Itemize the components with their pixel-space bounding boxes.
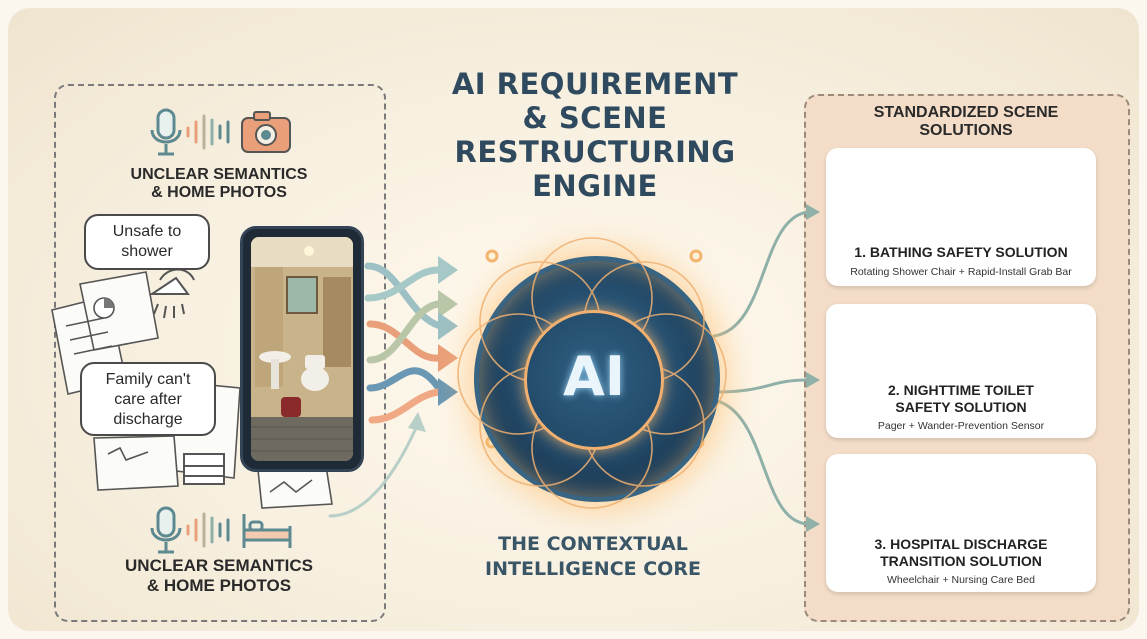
caption-line: UNCLEAR SEMANTICS (125, 556, 313, 575)
caption-line: & HOME PHOTOS (146, 575, 292, 595)
microphone-icon (150, 108, 182, 156)
card-subtitle: Rotating Shower Chair + Rapid-Install Gr… (850, 266, 1072, 278)
speech-bubble: Unsafe to shower (84, 214, 210, 270)
card-title-line: 2. NIGHTTIME TOILET (888, 382, 1034, 398)
microphone-icon (150, 506, 182, 554)
caption-line: SOLUTIONS (919, 122, 1013, 140)
sound-wave-icon (186, 114, 230, 150)
card-subtitle: Pager + Wander-Prevention Sensor (877, 420, 1045, 432)
bubble-line: care after (114, 391, 182, 408)
core-caption: THE CONTEXTUAL INTELLIGENCE CORE (448, 532, 738, 581)
camera-icon (241, 111, 291, 153)
solution-card-discharge: 3. HOSPITAL DISCHARGE TRANSITION SOLUTIO… (826, 454, 1096, 592)
solution-card-toilet: 2. NIGHTTIME TOILET SAFETY SOLUTION Page… (826, 304, 1096, 438)
ai-label: AI (563, 345, 625, 408)
card-title-line: 3. HOSPITAL DISCHARGE (874, 536, 1048, 552)
title-line: AI REQUIREMENT (451, 67, 739, 101)
input-arrowheads (408, 256, 458, 432)
caption-line: & HOME PHOTOS (151, 184, 287, 202)
bubble-line: Family can't (105, 371, 191, 388)
solution-card-bathing: 1. BATHING SAFETY SOLUTION Rotating Show… (826, 148, 1096, 286)
card-subtitle: Wheelchair + Nursing Care Bed (887, 574, 1035, 586)
caption-line: THE CONTEXTUAL (498, 533, 688, 555)
input-arrows (328, 262, 444, 518)
card-title: 3. HOSPITAL DISCHARGE TRANSITION SOLUTIO… (826, 536, 1096, 569)
caption-line: STANDARDIZED SCENE (873, 104, 1059, 121)
caption-line: INTELLIGENCE CORE (485, 557, 701, 580)
card-title-line: SAFETY SOLUTION (895, 398, 1027, 415)
diagram-canvas: AI REQUIREMENT & SCENE RESTRUCTURING ENG… (8, 8, 1139, 631)
sound-wave-icon (186, 512, 230, 548)
title-line: ENGINE (532, 168, 658, 203)
ai-core-inner (524, 310, 664, 450)
card-title: 2. NIGHTTIME TOILET SAFETY SOLUTION (826, 382, 1096, 415)
bathroom-photo (251, 237, 353, 461)
bathroom-illustration (251, 237, 353, 461)
solutions-title: STANDARDIZED SCENE SOLUTIONS (828, 104, 1104, 141)
card-title-line: TRANSITION SOLUTION (880, 552, 1042, 569)
phone-photo (240, 226, 364, 472)
input-caption-top: UNCLEAR SEMANTICS & HOME PHOTOS (104, 166, 334, 203)
title-line: RESTRUCTURING (454, 134, 736, 169)
card-title-line: 1. BATHING SAFETY SOLUTION (854, 244, 1068, 260)
page-title: AI REQUIREMENT & SCENE RESTRUCTURING ENG… (426, 67, 764, 204)
speech-bubble: Family can't care after discharge (80, 362, 216, 436)
output-arrows (712, 210, 810, 526)
bed-icon (183, 453, 225, 485)
output-arrowheads (806, 204, 820, 532)
bubble-line: discharge (113, 411, 183, 428)
caption-line: UNCLEAR SEMANTICS (130, 166, 308, 183)
card-title: 1. BATHING SAFETY SOLUTION (826, 244, 1096, 261)
chart-doc-icon (93, 297, 115, 319)
bed-icon (242, 514, 292, 548)
input-caption-bottom: UNCLEAR SEMANTICS & HOME PHOTOS (94, 556, 344, 595)
bubble-line: shower (121, 243, 173, 260)
title-line: & SCENE (522, 100, 668, 135)
bubble-line: Unsafe to (112, 223, 182, 240)
